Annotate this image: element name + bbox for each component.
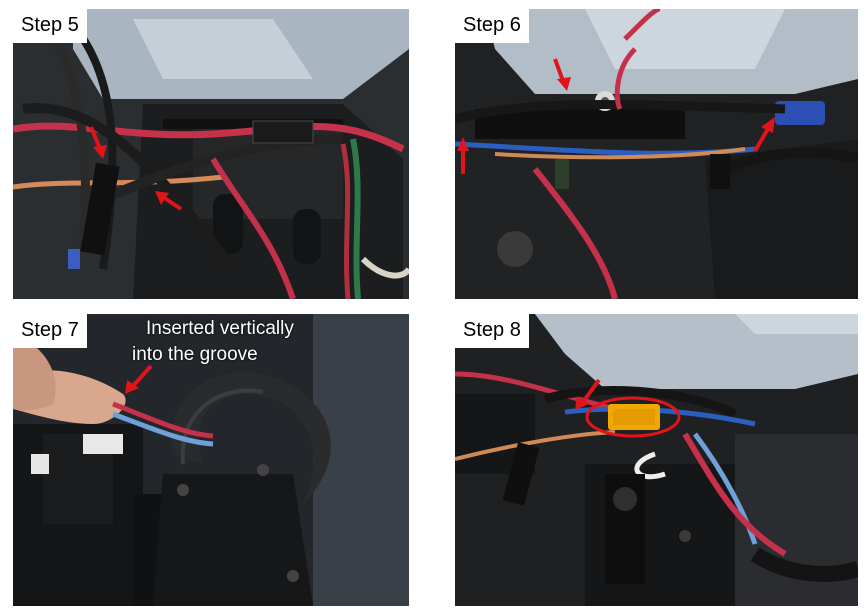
arrow-icon <box>155 191 183 211</box>
caption-line: Inserted vertically <box>146 318 294 339</box>
arrow-icon <box>125 364 153 394</box>
step-8-photo: Step 8 <box>455 314 858 606</box>
step-label: Step 8 <box>455 314 529 348</box>
step-5-photo: Step 5 <box>13 9 409 299</box>
step-label: Step 6 <box>455 9 529 43</box>
step-label: Step 7 <box>13 314 87 348</box>
step-7-scene <box>13 314 409 606</box>
step-6-photo: Step 6 <box>455 9 858 299</box>
arrow-icon <box>89 126 107 159</box>
highlight-ellipse <box>585 396 681 438</box>
step-8-scene <box>455 314 858 606</box>
arrow-icon <box>553 58 571 91</box>
caption-line: into the groove <box>132 344 258 365</box>
step-6-scene <box>455 9 858 299</box>
step-7-photo: Step 7 Inserted vertically into the groo… <box>13 314 409 606</box>
arrow-icon <box>753 117 775 153</box>
arrow-icon <box>457 137 469 174</box>
step-label: Step 5 <box>13 9 87 43</box>
arrow-icon <box>575 378 601 410</box>
caption: Inserted vertically into the groove <box>132 316 294 368</box>
step-5-scene <box>13 9 409 299</box>
